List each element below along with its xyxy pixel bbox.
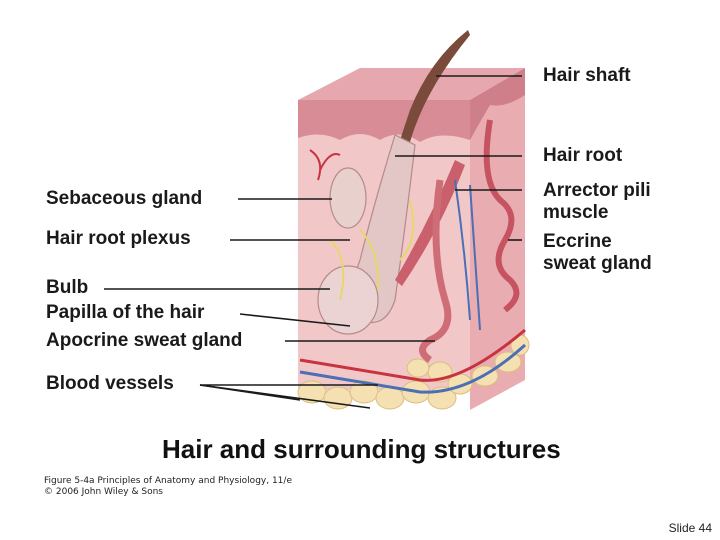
slide-number: Slide 44 [668, 521, 712, 535]
label-papilla: Papilla of the hair [46, 302, 205, 323]
label-arrector-pili-line1: Arrector pili [543, 180, 651, 201]
label-eccrine-line1: Eccrine [543, 231, 612, 252]
credit-line-2: © 2006 John Wiley & Sons [44, 487, 163, 497]
vein-drawing [299, 343, 527, 394]
hair-shaft-drawing [400, 30, 470, 142]
sebaceous-gland-drawing [329, 167, 367, 229]
hair-bulb [317, 265, 379, 335]
artery-branch-drawing [309, 149, 341, 181]
epidermis-side [470, 68, 525, 140]
label-hair-root: Hair root [543, 145, 623, 166]
epidermis-layer [298, 100, 470, 142]
vessel-branch-drawing [454, 179, 481, 331]
apocrine-gland-drawing [419, 179, 452, 363]
artery-drawing [299, 328, 526, 382]
label-hair-shaft: Hair shaft [543, 65, 631, 86]
label-arrector-pili-line2: muscle [543, 202, 609, 223]
label-eccrine-line2: sweat gland [543, 253, 652, 274]
arrector-pili-drawing [395, 160, 465, 286]
credit-line-1: Figure 5-4a Principles of Anatomy and Ph… [44, 476, 292, 486]
label-blood-vessels: Blood vessels [46, 373, 174, 394]
label-apocrine-gland: Apocrine sweat gland [46, 330, 243, 351]
label-bulb: Bulb [46, 277, 89, 298]
leader-lines [104, 75, 522, 409]
figure-title: Hair and surrounding structures [162, 434, 561, 464]
label-hair-root-plexus: Hair root plexus [46, 228, 191, 249]
eccrine-gland-drawing [483, 119, 520, 313]
label-sebaceous-gland: Sebaceous gland [46, 188, 203, 209]
nerve-drawing [329, 199, 415, 301]
